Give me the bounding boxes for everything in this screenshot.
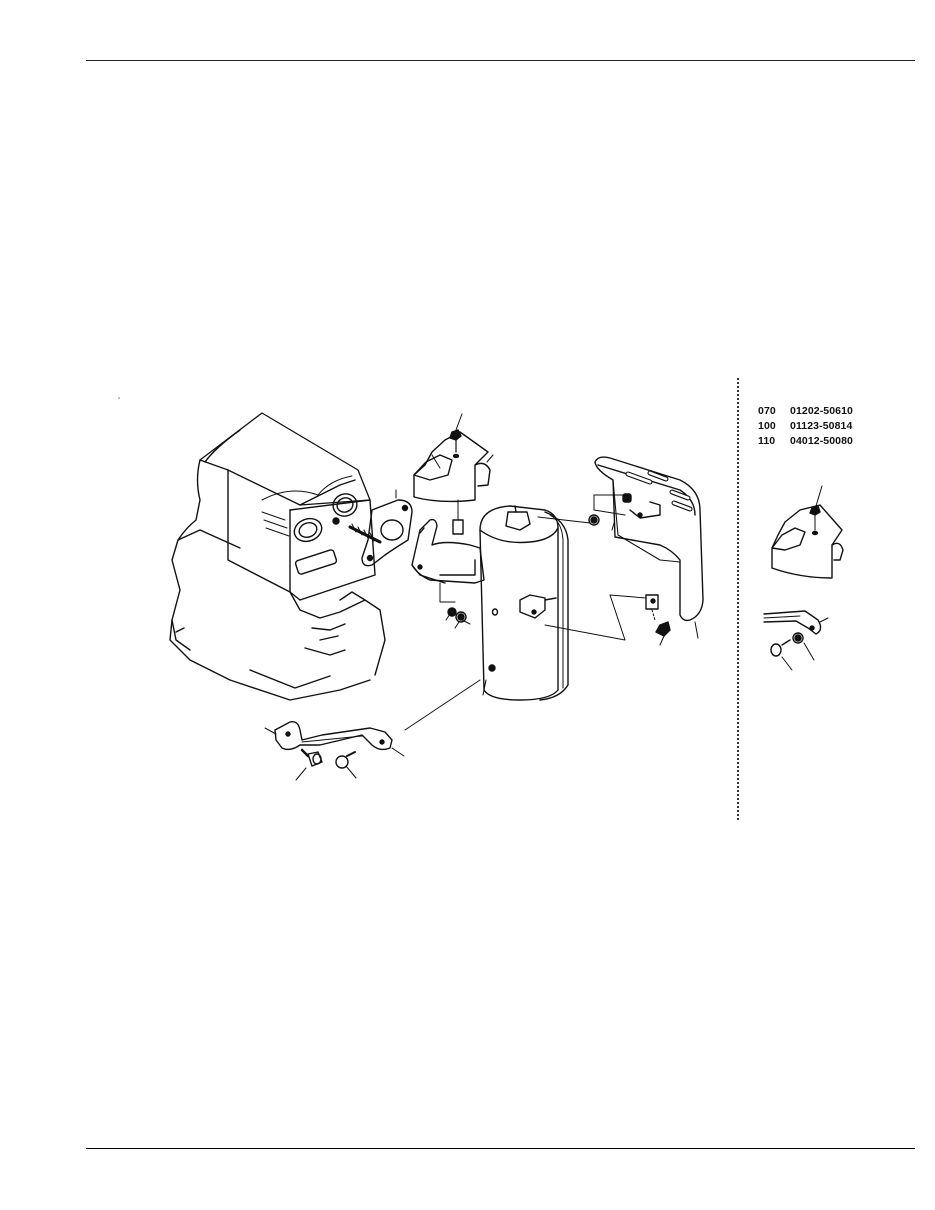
part-ref-number: 110 (758, 435, 776, 447)
part-ref-number: 070 (758, 405, 776, 417)
assembly-leader-lines (404, 516, 647, 731)
scan-speck (118, 397, 120, 399)
muffler-body (479, 505, 569, 701)
part-number: 04012-50080 (790, 435, 853, 447)
parts-reference-table: 070 01202-50610 100 01123-50814 110 0401… (758, 404, 870, 449)
exhaust-gasket (361, 489, 413, 567)
muffler-stay-bracket (264, 720, 405, 757)
part-ref-number: 100 (758, 420, 776, 432)
engine-block (169, 412, 386, 701)
muffler-cover-shield (588, 456, 704, 646)
parts-row: 070 01202-50610 (758, 404, 870, 419)
part-number: 01202-50610 (790, 405, 853, 417)
header-rule (86, 60, 915, 61)
inset-heat-shield (771, 485, 844, 579)
parts-row: 110 04012-50080 (758, 434, 870, 449)
inset-divider (737, 378, 739, 820)
bracket-bolts (295, 748, 357, 781)
exhaust-elbow-pipe (411, 518, 485, 629)
part-number: 01123-50814 (790, 420, 853, 432)
heat-shield-upper (413, 413, 494, 535)
inset-stay-bracket (763, 610, 829, 671)
footer-rule (86, 1148, 915, 1149)
parts-row: 100 01123-50814 (758, 419, 870, 434)
